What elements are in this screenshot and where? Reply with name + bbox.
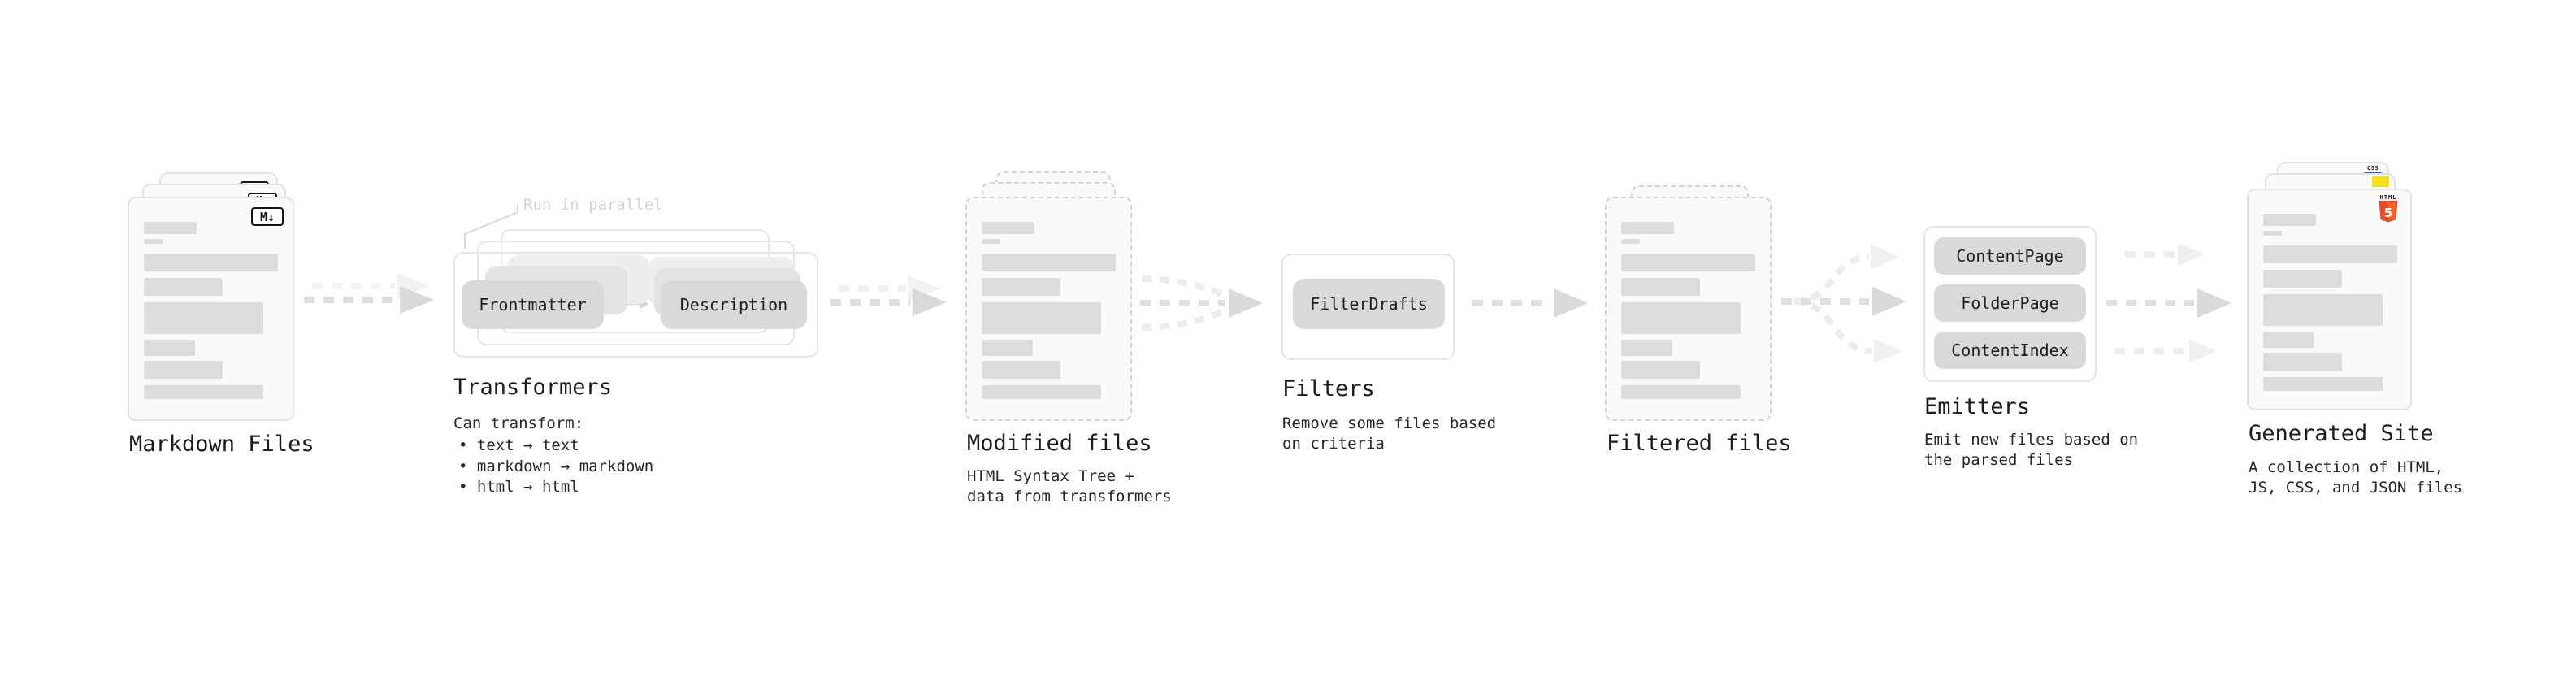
bullet-item: • markdown → markdown xyxy=(458,457,654,475)
document-skeleton xyxy=(2263,214,2397,391)
transformers-description: Can transform: xyxy=(453,414,584,432)
arrow-modified-to-filters xyxy=(1140,275,1263,331)
contentpage-pill: ContentPage xyxy=(1934,237,2086,275)
run-in-parallel-note: Run in parallel xyxy=(523,196,663,214)
markdown-badge-text: M↓ xyxy=(259,209,275,224)
filters-subtitle: Remove some files based on criteria xyxy=(1282,414,1497,453)
emitters-title: Emitters xyxy=(1924,394,2031,419)
generated-site-title: Generated Site xyxy=(2249,421,2434,446)
arrow-filtered-to-emitters xyxy=(1781,245,1906,363)
markdown-file-front: M↓ xyxy=(128,197,294,421)
filtered-file-front xyxy=(1605,197,1772,421)
arrow-transformers-to-modified xyxy=(830,275,947,316)
bullet-item: • html → html xyxy=(458,478,579,496)
document-skeleton xyxy=(982,222,1116,399)
filterdrafts-pill: FilterDrafts xyxy=(1293,279,1445,329)
folderpage-pill: FolderPage xyxy=(1934,284,2086,322)
html5-icon: HTML 5 xyxy=(2378,194,2399,226)
transformers-box-front xyxy=(453,252,818,358)
html5-number: 5 xyxy=(2384,206,2392,220)
contentindex-pill: ContentIndex xyxy=(1934,332,2086,369)
modified-file-front xyxy=(965,197,1132,421)
js-icon xyxy=(2372,176,2389,187)
arrow-markdown-to-transformers xyxy=(304,273,434,314)
modified-files-subtitle: HTML Syntax Tree + data from transformer… xyxy=(967,467,1172,505)
modified-files-title: Modified files xyxy=(967,431,1152,456)
html5-label: HTML xyxy=(2379,194,2397,201)
document-skeleton xyxy=(144,222,278,399)
markdown-files-title: Markdown Files xyxy=(129,432,314,457)
bullet-item: • text → text xyxy=(458,436,579,454)
transformers-bullet-list: • text → text • markdown → markdown • ht… xyxy=(458,436,653,498)
html-file-front: HTML 5 xyxy=(2247,189,2412,410)
filters-title: Filters xyxy=(1282,376,1375,401)
filtered-files-title: Filtered files xyxy=(1607,431,1792,456)
frontmatter-pill: Frontmatter xyxy=(462,280,604,329)
description-pill: Description xyxy=(661,280,807,329)
emitters-subtitle: Emit new files based on the parsed files xyxy=(1924,431,2139,469)
css-badge-text: CSS xyxy=(2366,165,2379,171)
transformers-title: Transformers xyxy=(453,375,613,400)
generated-site-subtitle: A collection of HTML, JS, CSS, and JSON … xyxy=(2249,458,2463,497)
document-skeleton xyxy=(1621,222,1755,399)
arrow-emitters-to-generated xyxy=(2106,243,2231,362)
markdown-icon: M↓ xyxy=(251,207,284,226)
arrow-filters-to-filtered xyxy=(1472,288,1588,318)
html5-shield-icon: 5 xyxy=(2379,201,2398,223)
